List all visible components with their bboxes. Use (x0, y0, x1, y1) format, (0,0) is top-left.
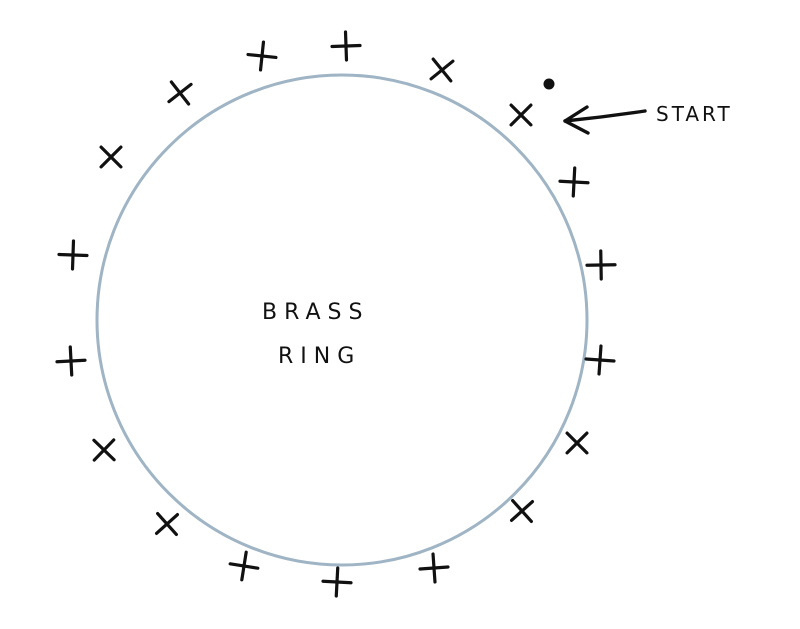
plus-mark (57, 239, 89, 271)
start-arrow-icon (563, 105, 647, 135)
plus-mark (246, 40, 278, 72)
mark-stroke (565, 431, 589, 455)
mark-stroke (334, 566, 340, 598)
cross-mark (509, 498, 535, 524)
mark-stroke (509, 103, 533, 127)
cross-mark (509, 103, 533, 127)
cross-mark (429, 57, 455, 83)
mark-stroke (258, 40, 266, 72)
plus-mark (584, 344, 616, 376)
cross-mark (154, 511, 180, 537)
mark-stroke (509, 500, 535, 522)
mark-stroke (431, 552, 437, 584)
mark-stroke (70, 239, 76, 271)
mark-stroke (597, 344, 603, 376)
plus-mark (418, 552, 450, 584)
plus-mark (321, 566, 353, 598)
mark-stroke (429, 59, 455, 81)
cross-mark (167, 80, 193, 106)
plus-mark (585, 249, 617, 281)
mark-stroke (92, 438, 116, 462)
ring-label: RING (278, 344, 361, 369)
ring-marks (55, 30, 617, 598)
mark-stroke (240, 550, 248, 582)
plus-mark (228, 550, 260, 582)
plus-mark (330, 30, 362, 62)
start-label: START (656, 102, 733, 126)
mark-stroke (167, 82, 193, 104)
mark-stroke (99, 145, 123, 169)
plus-mark (558, 166, 590, 198)
start-arrow-head (563, 105, 590, 135)
plus-mark (55, 345, 87, 377)
brass-label: BRASS (262, 300, 369, 325)
mark-stroke (571, 166, 577, 198)
mark-stroke (343, 30, 349, 62)
mark-stroke (154, 513, 180, 535)
brass-ring-circle (95, 73, 589, 567)
cross-mark (92, 438, 116, 462)
cross-mark (99, 145, 123, 169)
mark-stroke (68, 345, 74, 377)
start-dot (543, 78, 555, 90)
start-arrow-shaft (563, 109, 647, 123)
cross-mark (565, 431, 589, 455)
